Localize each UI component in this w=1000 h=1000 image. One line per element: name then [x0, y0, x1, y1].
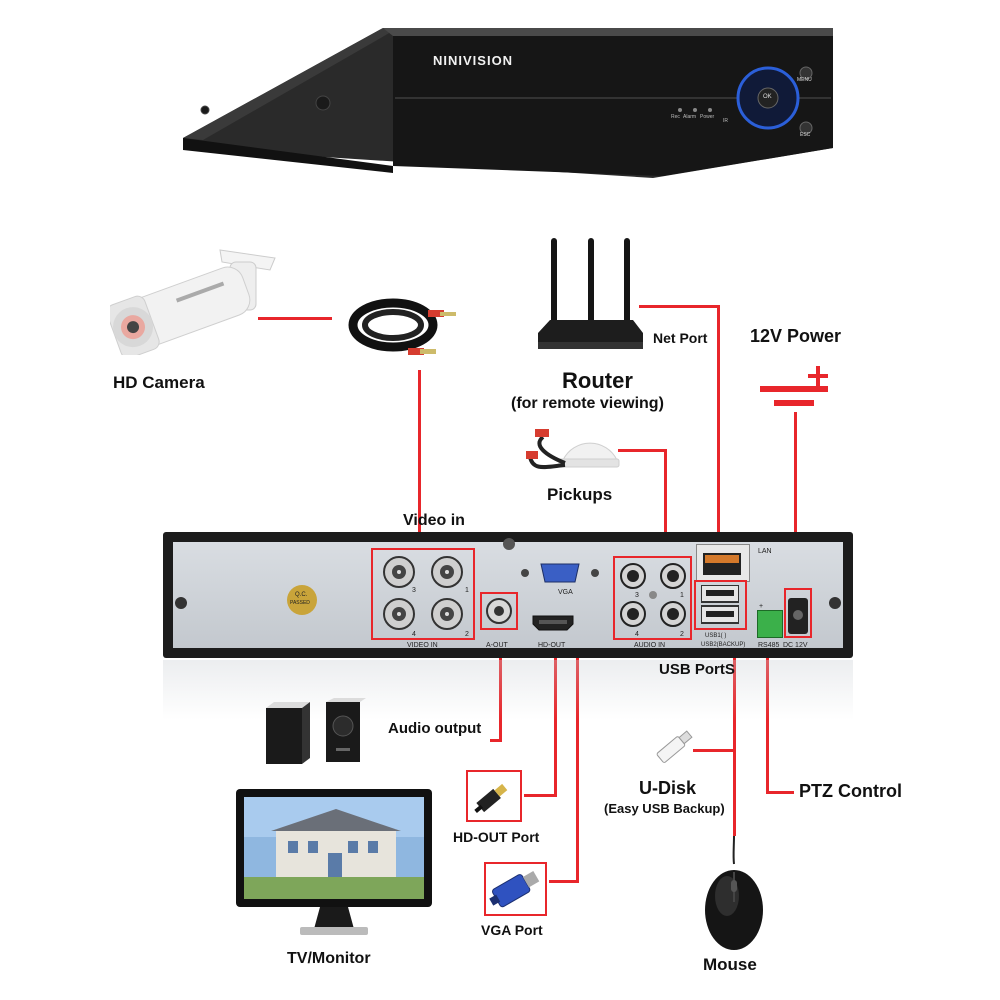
hd-camera-icon — [106, 240, 280, 359]
hd-camera-label: HD Camera — [113, 373, 205, 392]
u-disk-label: U-Disk — [639, 778, 697, 798]
wire-video-in — [418, 370, 421, 550]
qc-sticker: Q.C. PASSED — [287, 585, 317, 615]
vga-cable-icon — [488, 866, 544, 912]
microphone-icon — [525, 415, 620, 480]
esc-button-label: ESC — [800, 132, 811, 138]
wire-usb-v — [733, 628, 736, 836]
screw-top — [503, 538, 515, 550]
rs485-terminal — [757, 610, 783, 638]
usb-ports-label: USB PortS — [659, 661, 735, 678]
rs485-plus-label: + — [759, 603, 764, 610]
vga-port-label: VGA Port — [481, 922, 543, 938]
mouse-label: Mouse — [703, 955, 757, 974]
a-out-silk-label: A-OUT — [486, 642, 508, 649]
hd-out-silk-label: HD-OUT — [538, 642, 566, 649]
audio-in-silk-label: AUDIO IN — [634, 642, 666, 649]
rs485-silk-label: RS485 — [758, 642, 780, 649]
vga-silk-label: VGA — [558, 589, 573, 596]
usb-port-group — [694, 580, 747, 630]
ir-label: IR — [723, 118, 728, 124]
audio-port-1-label: 1 — [680, 592, 684, 599]
qc-text: Q.C. — [295, 592, 308, 598]
mouse-icon — [703, 835, 765, 952]
video-in-port-group — [371, 548, 475, 640]
passed-text: PASSED — [290, 600, 310, 606]
wire-hdout-v — [554, 636, 557, 796]
video-port-2-label: 2 — [465, 631, 469, 638]
wire-net-port-v — [717, 305, 720, 575]
hdmi-cable-frame — [466, 770, 522, 822]
wire-hdout-h — [524, 794, 557, 797]
usb1-silk-label: USB1( ) — [705, 633, 727, 639]
usb-ports — [700, 584, 740, 625]
u-disk-sublabel: (Easy USB Backup) — [604, 801, 725, 816]
power-symbol-icon — [760, 362, 832, 414]
hdmi-cable-icon — [470, 774, 518, 818]
wire-audio-out-v — [499, 630, 502, 740]
dc12v-silk-label: DC 12V — [783, 642, 808, 649]
audio-in-port-group — [613, 556, 692, 640]
video-port-3-label: 3 — [412, 587, 416, 594]
wire-pickups-h — [618, 449, 666, 452]
vga-port — [519, 562, 601, 584]
net-port-label: Net Port — [653, 330, 708, 346]
wire-vga-v — [576, 590, 579, 882]
wire-vga-h — [549, 880, 579, 883]
video-in-bnc-ports — [375, 552, 471, 636]
audio-out-rca-port — [485, 597, 513, 625]
audio-out-port-group — [480, 592, 518, 630]
usb2-silk-label: USB2(BACKUP) — [701, 642, 746, 648]
audio-port-3-label: 3 — [635, 592, 639, 599]
dvr-front-view: NINIVISION Rec Alarm Power IR OK MENU ES… — [183, 28, 833, 188]
menu-button-label: MENU — [797, 77, 812, 83]
vga-cable-frame — [484, 862, 547, 916]
lan-silk-label: LAN — [758, 548, 772, 555]
video-port-4-label: 4 — [412, 631, 416, 638]
router-label: Router — [562, 368, 633, 393]
video-in-silk-label: VIDEO IN — [407, 642, 438, 649]
video-in-label: Video in — [403, 512, 465, 529]
video-port-1-label: 1 — [465, 587, 469, 594]
wire-power — [794, 412, 797, 582]
brand-logo: NINIVISION — [433, 53, 514, 68]
ptz-control-label: PTZ Control — [799, 781, 902, 801]
power-indicator-label: Power — [700, 114, 715, 120]
router-icon — [538, 238, 643, 356]
wire-audio-out-h — [490, 739, 502, 742]
dvr-front-graphic — [183, 28, 833, 178]
usb-flash-drive-icon — [652, 727, 696, 767]
ok-button-label: OK — [763, 94, 772, 100]
hdmi-port — [531, 614, 575, 632]
router-sublabel: (for remote viewing) — [511, 395, 664, 412]
wire-router-stub — [639, 305, 642, 308]
rec-indicator-label: Rec — [671, 114, 680, 120]
dc-power-port-group — [784, 588, 812, 638]
coax-cable-icon — [348, 290, 463, 370]
wire-ptz-v — [766, 628, 769, 793]
tv-monitor-label: TV/Monitor — [287, 950, 371, 967]
wire-pickups-v — [664, 449, 667, 559]
hd-out-port-label: HD-OUT Port — [453, 829, 540, 845]
wire-camera-cable — [258, 317, 332, 320]
speakers-icon — [266, 698, 366, 768]
power-12v-label: 12V Power — [750, 326, 842, 346]
audio-in-rca-ports — [617, 560, 689, 636]
wire-udisk-h — [693, 749, 735, 752]
wire-net-port-h — [641, 305, 719, 308]
screw-right — [829, 597, 841, 609]
audio-port-4-label: 4 — [635, 631, 639, 638]
alarm-indicator-label: Alarm — [683, 114, 697, 120]
monitor-icon — [236, 789, 432, 937]
audio-port-2-label: 2 — [680, 631, 684, 638]
pickups-label: Pickups — [547, 485, 613, 504]
wire-ptz-h — [766, 791, 794, 794]
lan-port — [696, 544, 750, 582]
screw-left — [175, 597, 187, 609]
dc-power-jack — [788, 598, 808, 634]
audio-output-label: Audio output — [388, 720, 482, 737]
